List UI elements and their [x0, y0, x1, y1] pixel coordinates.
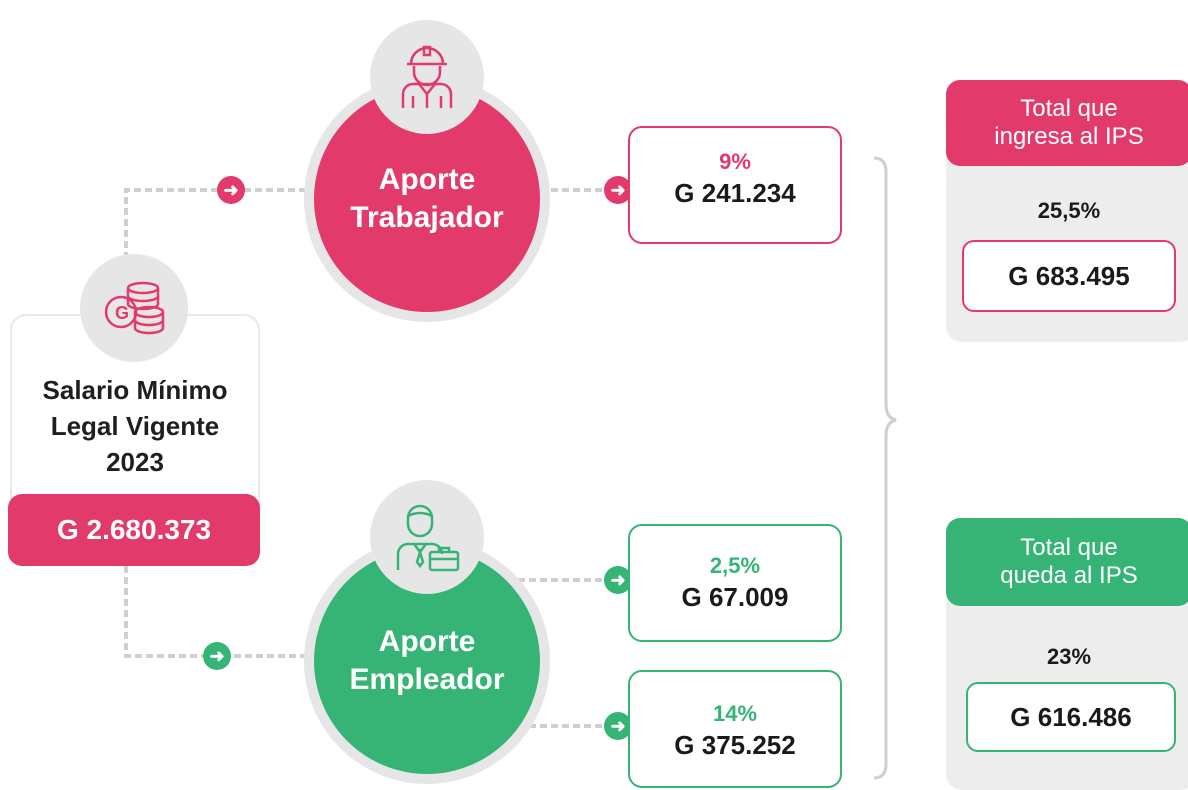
arrow-right-icon: ➜ [604, 176, 632, 204]
worker-label-line1: Aporte [378, 163, 476, 196]
coins-icon: G [104, 281, 165, 335]
arrow-right-icon: ➜ [203, 642, 231, 670]
total-ingresa-amount: G 683.495 [962, 240, 1176, 312]
worker-label-line2: Trabajador [350, 201, 504, 234]
worker-icon-circle [370, 20, 484, 134]
employer-icon-circle [370, 480, 484, 594]
coins-icon-circle: G [80, 254, 188, 362]
arrow-right-icon: ➜ [217, 176, 245, 204]
salary-title: Salario Mínimo Legal Vigente 2023 [10, 372, 260, 480]
connector-salary-worker [124, 188, 314, 314]
arrow-right-icon: ➜ [604, 566, 632, 594]
employer-value-box-2: 14% G 375.252 [628, 670, 842, 788]
worker-pct: 9% [719, 149, 751, 174]
worker-helmet-icon [401, 45, 453, 108]
worker-contribution-circle: Aporte Trabajador [314, 86, 540, 312]
total-ingresa-header-line2: ingresa al IPS [994, 123, 1144, 150]
businessman-briefcase-icon [396, 504, 460, 572]
total-ingresa-header-line1: Total que [1020, 95, 1118, 122]
total-queda-amount: G 616.486 [966, 682, 1176, 752]
total-ingresa-header: Total que ingresa al IPS [946, 80, 1188, 166]
employer-amount-1: G 67.009 [681, 582, 789, 612]
total-brace [873, 156, 897, 780]
total-queda-header-line2: queda al IPS [1000, 562, 1138, 589]
employer-amount-2: G 375.252 [674, 730, 796, 760]
employer-label-line2: Empleador [349, 663, 505, 696]
employer-value-box-1: 2,5% G 67.009 [628, 524, 842, 642]
salary-title-line3: 2023 [106, 447, 164, 477]
connector-salary-employer [124, 566, 314, 658]
employer-pct-2: 14% [712, 701, 758, 726]
worker-amount: G 241.234 [674, 178, 796, 208]
total-queda-header: Total que queda al IPS [946, 518, 1188, 606]
salary-title-line1: Salario Mínimo [42, 375, 228, 405]
total-queda-header-line1: Total que [1020, 534, 1118, 561]
arrow-right-icon: ➜ [604, 712, 632, 740]
employer-pct-1: 2,5% [709, 553, 761, 578]
salary-amount: G 2.680.373 [8, 494, 260, 566]
salary-title-line2: Legal Vigente [50, 411, 220, 441]
worker-value-box: 9% G 241.234 [628, 126, 842, 244]
employer-contribution-circle: Aporte Empleador [314, 548, 540, 774]
svg-text:G: G [115, 303, 129, 323]
employer-label-line1: Aporte [378, 625, 476, 658]
total-ingresa-pct: 25,5% [1037, 198, 1101, 223]
total-queda-pct: 23% [1046, 644, 1092, 669]
